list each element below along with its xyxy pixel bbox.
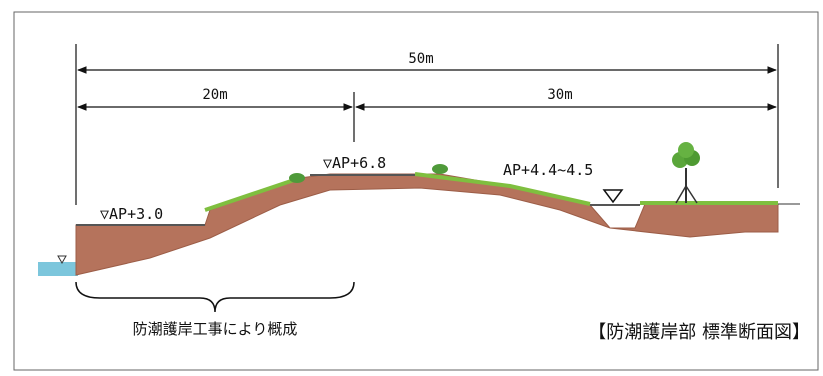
dim-total-label: 50m — [408, 51, 433, 67]
water-level-icon — [57, 255, 67, 265]
brace-caption: 防潮護岸工事により概成 — [133, 320, 298, 338]
level-crest: ▽AP+6.8 — [323, 154, 386, 172]
shrub-crest — [432, 164, 448, 174]
dim-right-label: 30m — [547, 87, 572, 103]
extent-brace — [75, 281, 355, 313]
grass-slope-left — [204, 176, 301, 212]
sea-water — [38, 262, 78, 276]
level-low-terrace: ▽AP+3.0 — [100, 205, 163, 223]
dim-left-label: 20m — [202, 87, 227, 103]
grass-crest-right — [414, 172, 591, 206]
shrub-left — [289, 173, 305, 183]
figure-title: 【防潮護岸部 標準断面図】 — [588, 322, 810, 343]
figure-border — [13, 11, 819, 371]
tree-icon — [672, 142, 700, 204]
level-landward: AP+4.4~4.5 — [503, 161, 593, 179]
level-marker-icon — [602, 189, 624, 204]
